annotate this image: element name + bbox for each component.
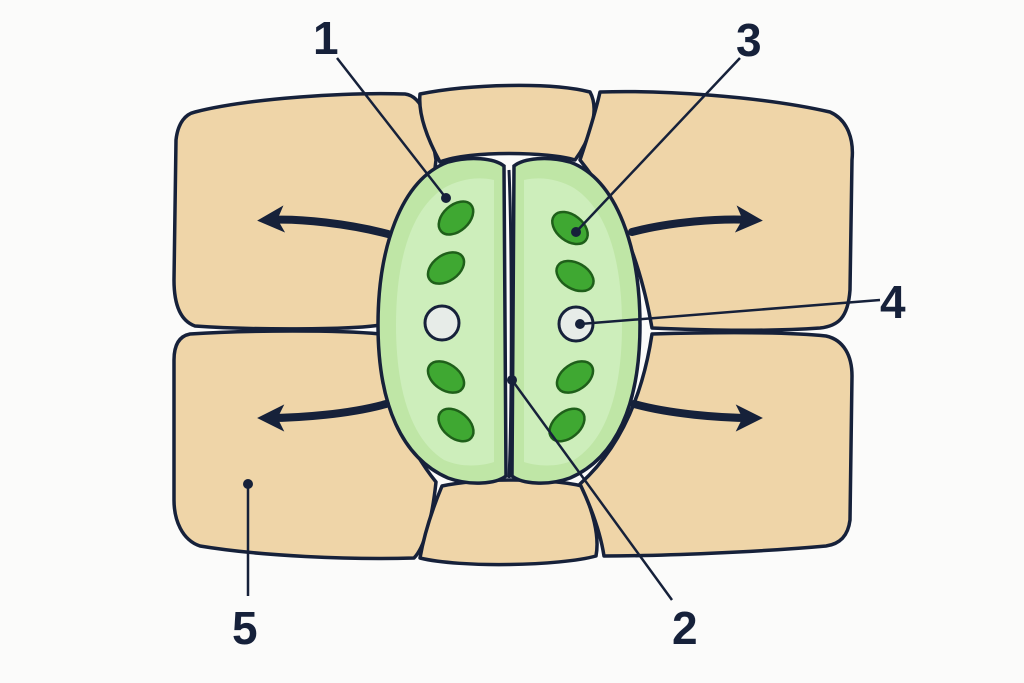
label-4: 4 (880, 276, 906, 328)
label-2: 2 (672, 602, 698, 654)
chloroplast (555, 259, 595, 293)
nuclei (423, 304, 595, 343)
chloroplast (426, 251, 466, 285)
labels: 1 2 3 4 5 (232, 12, 906, 654)
label-5: 5 (232, 602, 258, 654)
label-1: 1 (313, 12, 339, 64)
arrow-icon (628, 205, 763, 236)
leader-line-2 (510, 379, 674, 601)
leader-lines (243, 57, 881, 601)
leader-line-1 (336, 57, 447, 199)
stomatal-pore (507, 169, 513, 479)
epidermal-cell-bottom-middle (418, 478, 599, 567)
chloroplasts (426, 200, 595, 443)
chloroplast (426, 360, 466, 394)
chloroplast (548, 407, 586, 443)
epidermal-cell-bottom-left (172, 329, 438, 561)
arrow-icon (257, 400, 390, 432)
chloroplast (437, 200, 475, 236)
epidermal-cell-top-middle (418, 83, 596, 164)
epidermal-cell-bottom-right (578, 330, 854, 558)
arrow-icon (630, 400, 763, 432)
nucleus-left (423, 304, 461, 342)
arrows (257, 205, 763, 432)
arrow-icon (257, 205, 392, 238)
chloroplast (437, 407, 475, 443)
leader-line-4 (579, 298, 881, 326)
chloroplast (555, 360, 595, 394)
label-3: 3 (736, 14, 762, 66)
leader-line-3 (575, 57, 741, 233)
